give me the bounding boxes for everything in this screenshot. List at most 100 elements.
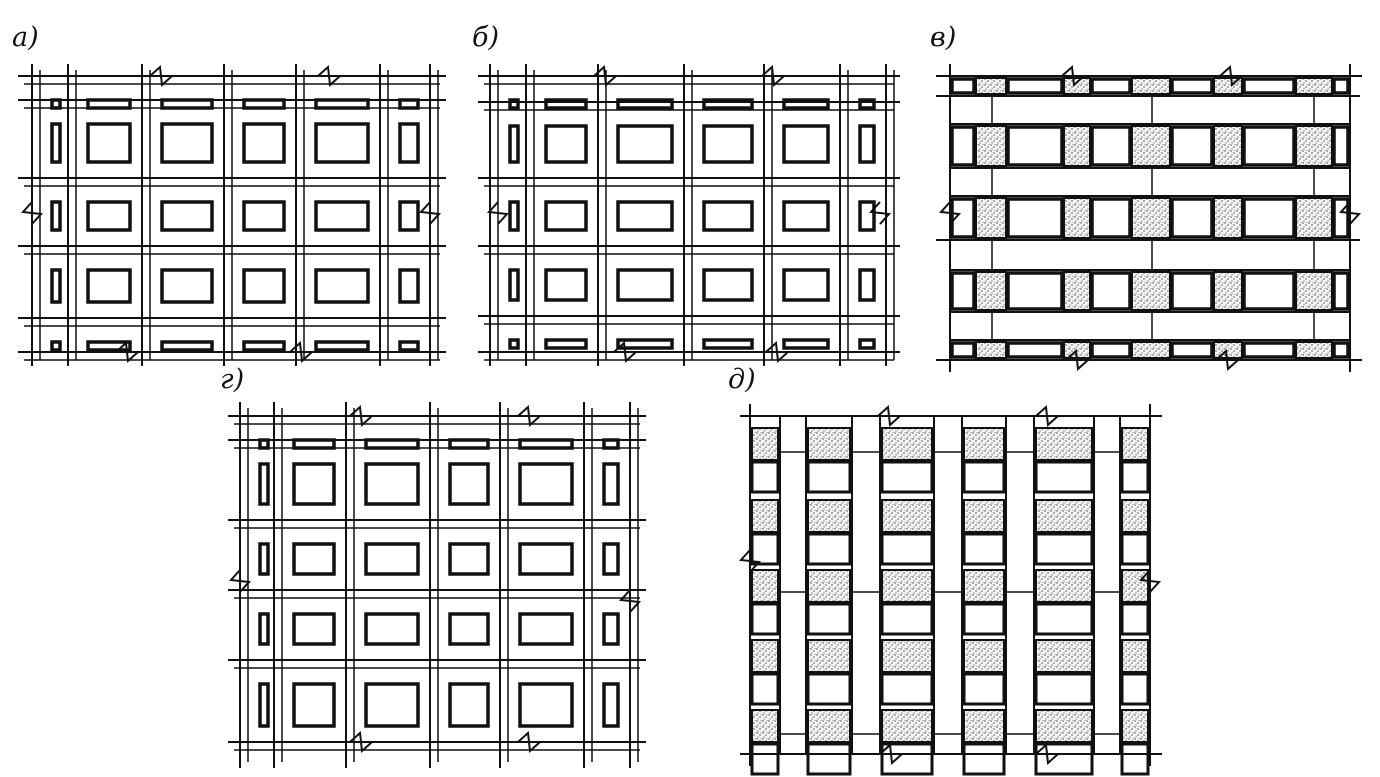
stippled-pier	[975, 341, 1007, 359]
window-opening	[880, 602, 934, 636]
stippled-pier	[1295, 341, 1333, 359]
window-opening	[508, 338, 520, 350]
window-opening	[50, 268, 62, 304]
stippled-spandrel	[881, 427, 933, 461]
window-opening	[86, 200, 132, 232]
window-opening	[782, 124, 830, 164]
window-opening	[518, 682, 574, 728]
window-opening	[50, 200, 62, 232]
window-opening	[1034, 672, 1094, 706]
break-mark	[1215, 348, 1239, 372]
stippled-spandrel	[1121, 569, 1149, 603]
window-opening	[858, 268, 876, 302]
window-opening	[750, 742, 780, 776]
window-opening	[616, 338, 674, 350]
window-opening	[160, 122, 214, 164]
stippled-pier	[975, 197, 1007, 239]
stippled-spandrel	[1121, 499, 1149, 533]
stippled-pier	[1131, 341, 1171, 359]
break-mark	[517, 730, 541, 754]
window-opening	[602, 462, 620, 506]
window-opening	[806, 602, 852, 636]
break-mark	[1219, 64, 1243, 88]
window-opening	[160, 200, 214, 232]
break-mark	[20, 201, 44, 225]
stippled-pier	[1131, 197, 1171, 239]
stippled-pier	[1295, 77, 1333, 95]
panel-a-drawing	[18, 64, 446, 366]
window-opening	[750, 602, 780, 636]
break-mark	[1065, 348, 1089, 372]
break-mark	[1035, 742, 1059, 766]
stippled-pier	[1131, 125, 1171, 167]
window-opening	[1090, 77, 1132, 95]
stippled-spandrel	[963, 569, 1005, 603]
window-opening	[1090, 197, 1132, 239]
window-opening	[314, 98, 370, 110]
window-opening	[258, 542, 270, 576]
window-opening	[962, 602, 1006, 636]
window-opening	[1034, 532, 1094, 566]
window-opening	[1006, 271, 1064, 311]
break-mark	[613, 340, 637, 364]
window-opening	[782, 200, 830, 232]
window-opening	[1332, 341, 1350, 359]
break-mark	[593, 64, 617, 88]
window-opening	[602, 682, 620, 728]
window-opening	[702, 200, 754, 232]
window-opening	[314, 122, 370, 164]
window-opening	[292, 542, 336, 576]
window-opening	[962, 742, 1006, 776]
window-opening	[616, 124, 674, 164]
window-opening	[1034, 602, 1094, 636]
window-opening	[616, 200, 674, 232]
window-opening	[1034, 460, 1094, 494]
window-opening	[544, 124, 588, 164]
stippled-spandrel	[1035, 639, 1093, 673]
window-opening	[702, 338, 754, 350]
window-opening	[292, 612, 336, 646]
window-opening	[508, 268, 520, 302]
window-opening	[1332, 197, 1350, 239]
window-opening	[1034, 742, 1094, 776]
stippled-pier	[1063, 77, 1091, 95]
window-opening	[50, 98, 62, 110]
window-opening	[314, 340, 370, 352]
window-opening	[1242, 77, 1296, 95]
window-opening	[448, 542, 490, 576]
window-opening	[616, 268, 674, 302]
stippled-spandrel	[881, 499, 933, 533]
break-mark	[289, 340, 313, 364]
window-opening	[86, 268, 132, 304]
window-opening	[880, 672, 934, 706]
window-opening	[858, 124, 876, 164]
stippled-spandrel	[807, 639, 851, 673]
window-opening	[86, 340, 132, 352]
panel-v-drawing	[936, 64, 1362, 372]
window-opening	[806, 672, 852, 706]
window-opening	[1090, 271, 1132, 311]
stippled-spandrel	[881, 639, 933, 673]
window-opening	[750, 460, 780, 494]
window-opening	[292, 682, 336, 728]
window-opening	[806, 742, 852, 776]
window-opening	[364, 438, 420, 450]
window-opening	[50, 122, 62, 164]
break-mark	[761, 64, 785, 88]
window-opening	[544, 268, 588, 302]
window-opening	[858, 98, 876, 110]
break-mark	[418, 201, 442, 225]
window-opening	[950, 271, 976, 311]
window-opening	[1170, 197, 1214, 239]
window-opening	[242, 268, 286, 304]
stippled-spandrel	[1121, 639, 1149, 673]
window-opening	[1242, 197, 1296, 239]
window-opening	[1006, 197, 1064, 239]
stippled-pier	[1063, 271, 1091, 311]
window-opening	[364, 462, 420, 506]
break-mark	[115, 340, 139, 364]
window-opening	[398, 340, 420, 352]
stippled-spandrel	[881, 709, 933, 743]
window-opening	[258, 682, 270, 728]
